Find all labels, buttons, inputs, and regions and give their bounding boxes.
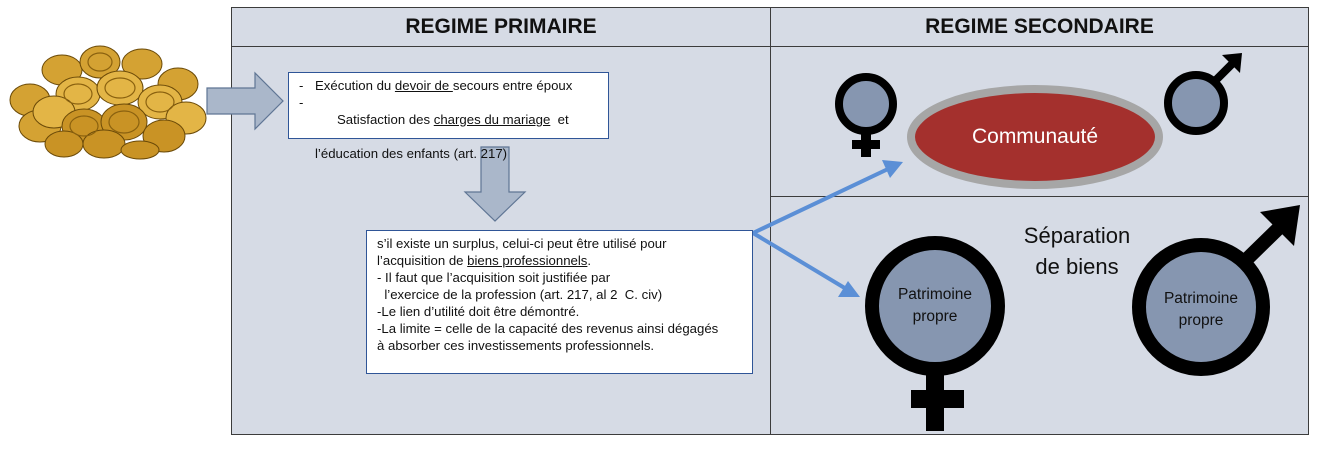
female-symbol-large-icon xyxy=(865,236,1005,431)
item-text: l’éducation des enfants (art. 217) xyxy=(315,146,508,161)
patrimoine-propre-female: Patrimoine propre xyxy=(878,280,992,332)
separation-line2: de biens xyxy=(1035,254,1119,279)
male-symbol-icon xyxy=(1164,53,1242,135)
surplus-line: s’il existe un surplus, celui-ci peut êt… xyxy=(377,236,667,251)
patrimoine-line2: propre xyxy=(1178,312,1224,329)
list-item: - Satisfaction des charges du mariage et xyxy=(299,94,602,145)
patrimoine-line1: Patrimoine xyxy=(897,286,973,303)
block-arrow-down xyxy=(463,146,527,222)
patrimoine-line2: propre xyxy=(912,308,958,325)
header-secondary-label: REGIME SECONDAIRE xyxy=(925,15,1154,38)
surplus-line: à absorber ces investissements professio… xyxy=(377,338,655,353)
surplus-line: -La limite = celle de la capacité des re… xyxy=(377,321,719,336)
header-regime-secondaire: REGIME SECONDAIRE xyxy=(770,7,1309,47)
surplus-box: s’il existe un surplus, celui-ci peut êt… xyxy=(366,230,753,374)
separation-line1: Séparation xyxy=(1023,223,1131,248)
female-symbol-icon xyxy=(835,73,897,157)
connector-to-communaute xyxy=(751,166,892,235)
list-item-continuation: l’éducation des enfants (art. 217) xyxy=(299,145,602,162)
item-text: secours entre époux xyxy=(452,78,573,93)
item-text: et xyxy=(550,112,569,127)
surplus-line: l’exercice de la profession (art. 217, a… xyxy=(377,287,663,302)
patrimoine-line1: Patrimoine xyxy=(1163,290,1239,307)
item-text: Satisfaction des xyxy=(336,112,434,127)
item-text: Exécution du xyxy=(315,78,395,93)
block-arrow-right xyxy=(206,71,284,131)
header-regime-primaire: REGIME PRIMAIRE xyxy=(231,7,771,47)
patrimoine-propre-male: Patrimoine propre xyxy=(1144,284,1258,336)
communaute-label: Communauté xyxy=(971,125,1099,148)
underlined-term: devoir de xyxy=(394,78,453,93)
separation-label: Séparation de biens xyxy=(1003,220,1151,282)
surplus-line: - Il faut que l’acquisition soit justifi… xyxy=(377,270,611,285)
devoir-secours-box: - Exécution du devoir de secours entre é… xyxy=(288,72,609,161)
connector-arrowhead-top xyxy=(882,160,903,178)
connector-to-separation xyxy=(751,231,850,292)
surplus-line: -Le lien d’utilité doit être démontré. xyxy=(377,304,580,319)
gold-coins-image xyxy=(9,45,207,160)
underlined-term: charges du mariage xyxy=(433,112,551,127)
underlined-term: biens professionnels xyxy=(467,253,588,268)
list-item: - Exécution du devoir de secours entre é… xyxy=(299,77,602,94)
bullet: - xyxy=(299,78,304,93)
connector-arrowhead-bottom xyxy=(838,281,860,297)
bullet: - xyxy=(299,95,304,110)
header-primary-label: REGIME PRIMAIRE xyxy=(405,15,597,38)
surplus-line: l’acquisition de biens professionnels. xyxy=(377,253,592,268)
male-symbol-large-icon xyxy=(1132,205,1300,376)
communaute-ellipse xyxy=(907,85,1163,189)
